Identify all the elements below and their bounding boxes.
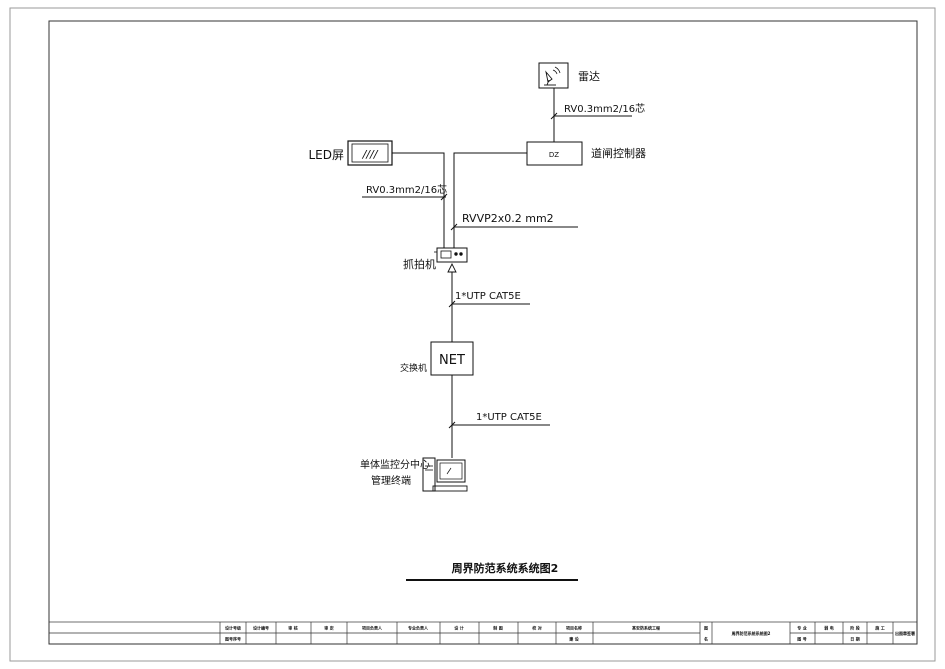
utp-cable-label-2: 1*UTP CAT5E — [476, 412, 542, 423]
tb-r2-c15: 日 期 — [850, 636, 859, 642]
drawing-title: 周界防范系统系统图2 — [452, 561, 559, 575]
terminal-label-line1: 单体监控分中心 — [360, 458, 430, 471]
tb-r1-c16: 施 工 — [874, 625, 884, 631]
led-cable-label: RV0.3mm2/16芯 — [366, 183, 447, 196]
tick-rvvp-cable — [450, 223, 458, 231]
switch-box-text: NET — [439, 353, 465, 368]
tb-r1-c6: 专业负责人 — [408, 625, 429, 631]
tb-r1-c14: 弱 电 — [824, 625, 833, 631]
tick-radar-cable — [550, 112, 558, 120]
wire-led-camera — [392, 152, 445, 248]
tb-r1-c7: 设 计 — [454, 625, 463, 631]
wire-controller-camera — [453, 152, 527, 248]
tb-approval-stamp: 出图章签署 — [895, 630, 915, 636]
title-block — [48, 621, 918, 645]
tb-r2-c10: 建 设 — [569, 636, 578, 642]
inner-border — [48, 20, 918, 645]
tb-r1-c10: 项目名称 — [566, 625, 582, 631]
tick-led-cable — [440, 193, 448, 201]
camera-label: 抓拍机 — [403, 257, 436, 271]
tick-utp-cable-1 — [448, 300, 456, 308]
rvvp-cable-label: RVVP2x0.2 mm2 — [462, 212, 554, 225]
tb-drawing-name: 周界防范系统系统图2 — [732, 630, 771, 636]
tb-r1-c3: 审 核 — [288, 625, 297, 631]
tb-r1-c9: 校 对 — [532, 625, 541, 631]
tb-r1-c13: 专 业 — [797, 625, 806, 631]
tb-r1-c15: 阶 段 — [850, 625, 859, 631]
tb-r1-c12: 图 — [704, 625, 708, 631]
led-screen-text: //// — [362, 148, 379, 161]
barrier-controller-box — [526, 141, 583, 166]
outer-border — [9, 7, 936, 662]
tb-r1-c11: 某安防系统工程 — [632, 625, 660, 631]
led-screen-inner — [351, 143, 389, 163]
utp-cable-label-1: 1*UTP CAT5E — [455, 291, 521, 302]
radar-cable-label: RV0.3mm2/16芯 — [564, 102, 645, 115]
tb-r1-c4: 审 定 — [324, 625, 333, 631]
barrier-controller-label: 道闸控制器 — [591, 146, 646, 160]
led-label: LED屏 — [308, 148, 344, 162]
switch-label: 交换机 — [400, 362, 427, 374]
radar-label: 雷达 — [578, 70, 600, 83]
terminal-symbol — [422, 457, 468, 492]
tb-r2-c12: 名 — [704, 636, 708, 642]
led-screen-frame — [347, 140, 393, 166]
tb-r1-c1: 设计号级 — [225, 625, 242, 631]
tb-r2-c1: 图号序号 — [225, 636, 241, 642]
tb-r1-c2: 设计编号 — [253, 625, 269, 631]
tick-utp-cable-2 — [448, 421, 456, 429]
tb-r1-c5: 项目负责人 — [362, 625, 383, 631]
terminal-label-line2: 管理终端 — [371, 474, 411, 487]
wiring — [362, 88, 632, 458]
tb-r2-c13: 图 号 — [797, 636, 806, 642]
tb-r1-c8: 制 图 — [493, 625, 502, 631]
barrier-controller-box-text: DZ — [549, 151, 559, 159]
camera-symbol — [434, 247, 468, 273]
switch-box — [430, 341, 474, 376]
radar-symbol — [538, 62, 569, 89]
